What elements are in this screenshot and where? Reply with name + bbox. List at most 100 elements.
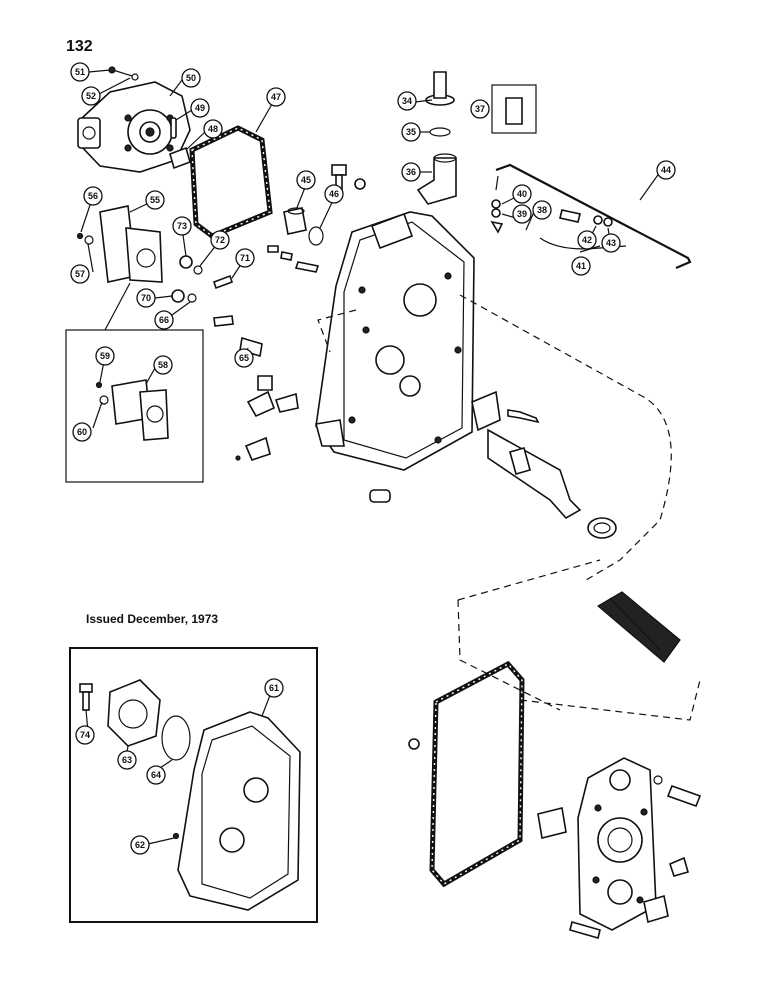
nut-gasket [408, 738, 420, 750]
svg-text:56: 56 [88, 191, 98, 201]
svg-text:57: 57 [75, 269, 85, 279]
svg-text:45: 45 [301, 175, 311, 185]
svg-text:49: 49 [195, 103, 205, 113]
callout-42: 42 [577, 230, 597, 250]
callout-43: 43 [601, 233, 621, 253]
washer-52 [131, 73, 139, 81]
callout-39: 39 [512, 204, 532, 224]
svg-text:64: 64 [151, 770, 161, 780]
callout-46: 46 [324, 184, 344, 204]
svg-text:44: 44 [661, 165, 671, 175]
bolt-right [653, 775, 702, 808]
svg-text:39: 39 [517, 209, 527, 219]
callout-38: 38 [532, 200, 552, 220]
svg-text:58: 58 [158, 360, 168, 370]
bushing-45 [283, 207, 307, 235]
oring-35 [429, 127, 451, 137]
oring-73 [161, 715, 191, 761]
screw-59 [95, 381, 103, 389]
svg-text:50: 50 [186, 73, 196, 83]
cap-34 [425, 71, 455, 106]
callout-70: 61 [264, 678, 284, 698]
hardware-group [171, 245, 320, 461]
gasket-large [429, 660, 525, 888]
callout-55: 55 [145, 190, 165, 210]
callout-72: 63 [117, 750, 137, 770]
inset-leader [104, 282, 131, 331]
bolt-51 [108, 66, 133, 77]
callout-59: 59 [95, 346, 115, 366]
inset-box-70 [69, 647, 318, 923]
svg-text:35: 35 [406, 127, 416, 137]
bushing-small [669, 856, 689, 877]
washer-57 [84, 235, 94, 245]
callout-40: 40 [512, 184, 532, 204]
svg-text:55: 55 [150, 195, 160, 205]
svg-text:36: 36 [406, 167, 416, 177]
washer-60 [99, 395, 109, 405]
ring-46 [308, 226, 324, 246]
callout-50: 50 [181, 68, 201, 88]
callout-71: 62 [130, 835, 150, 855]
svg-text:43: 43 [606, 238, 616, 248]
svg-text:51: 51 [75, 67, 85, 77]
bearing-right [643, 894, 669, 924]
svg-text:47: 47 [271, 92, 281, 102]
linkage-38-43 [490, 199, 627, 250]
callout-62: 66 [154, 310, 174, 330]
seal-ring [369, 489, 391, 503]
sleeve-37 [505, 97, 523, 125]
svg-text:61: 61 [269, 683, 279, 693]
callout-41: 41 [571, 256, 591, 276]
elbow-36 [416, 153, 457, 205]
callout-34: 34 [397, 91, 417, 111]
svg-text:34: 34 [402, 96, 412, 106]
svg-text:62: 62 [135, 840, 145, 850]
svg-text:38: 38 [537, 205, 547, 215]
callout-58: 58 [153, 355, 173, 375]
page-number: 132 [66, 38, 93, 55]
svg-text:60: 60 [77, 427, 87, 437]
bolt-bottom [569, 921, 601, 939]
dashed-leader-2 [317, 309, 357, 353]
tube-58 [111, 379, 169, 441]
flange-72 [107, 679, 161, 747]
svg-text:59: 59 [100, 351, 110, 361]
callout-56: 56 [83, 186, 103, 206]
issued-note: Issued December, 1973 [86, 612, 219, 626]
dashed-leader-1 [459, 294, 672, 581]
callout-74: 74 [75, 725, 95, 745]
callout-44: 44 [656, 160, 676, 180]
callout-61: 65 [234, 348, 254, 368]
svg-text:73: 73 [177, 221, 187, 231]
svg-text:52: 52 [86, 91, 96, 101]
bearing-left [537, 807, 567, 839]
filter-element [596, 591, 681, 663]
svg-text:72: 72 [215, 235, 225, 245]
bolt-74 [79, 683, 93, 711]
plug-71 [172, 832, 180, 840]
callout-36: 36 [401, 162, 421, 182]
hose-clamp [587, 517, 617, 539]
svg-text:66: 66 [159, 315, 169, 325]
callout-64: 71 [235, 248, 255, 268]
callout-37: 37 [470, 99, 490, 119]
screw-56 [76, 232, 84, 240]
rear-cover [577, 757, 657, 931]
svg-text:42: 42 [582, 235, 592, 245]
svg-text:46: 46 [329, 189, 339, 199]
main-housing [314, 211, 475, 471]
callout-35: 35 [401, 122, 421, 142]
svg-text:41: 41 [576, 261, 586, 271]
shaft-assembly [471, 390, 582, 520]
callout-57: 57 [70, 264, 90, 284]
inset-box-37 [491, 84, 537, 134]
callout-48: 48 [203, 119, 223, 139]
svg-text:71: 71 [240, 253, 250, 263]
pin-49 [170, 117, 177, 139]
inset-box-tube-58 [65, 329, 204, 483]
svg-text:37: 37 [475, 104, 485, 114]
callout-73: 64 [146, 765, 166, 785]
callout-60: 60 [72, 422, 92, 442]
